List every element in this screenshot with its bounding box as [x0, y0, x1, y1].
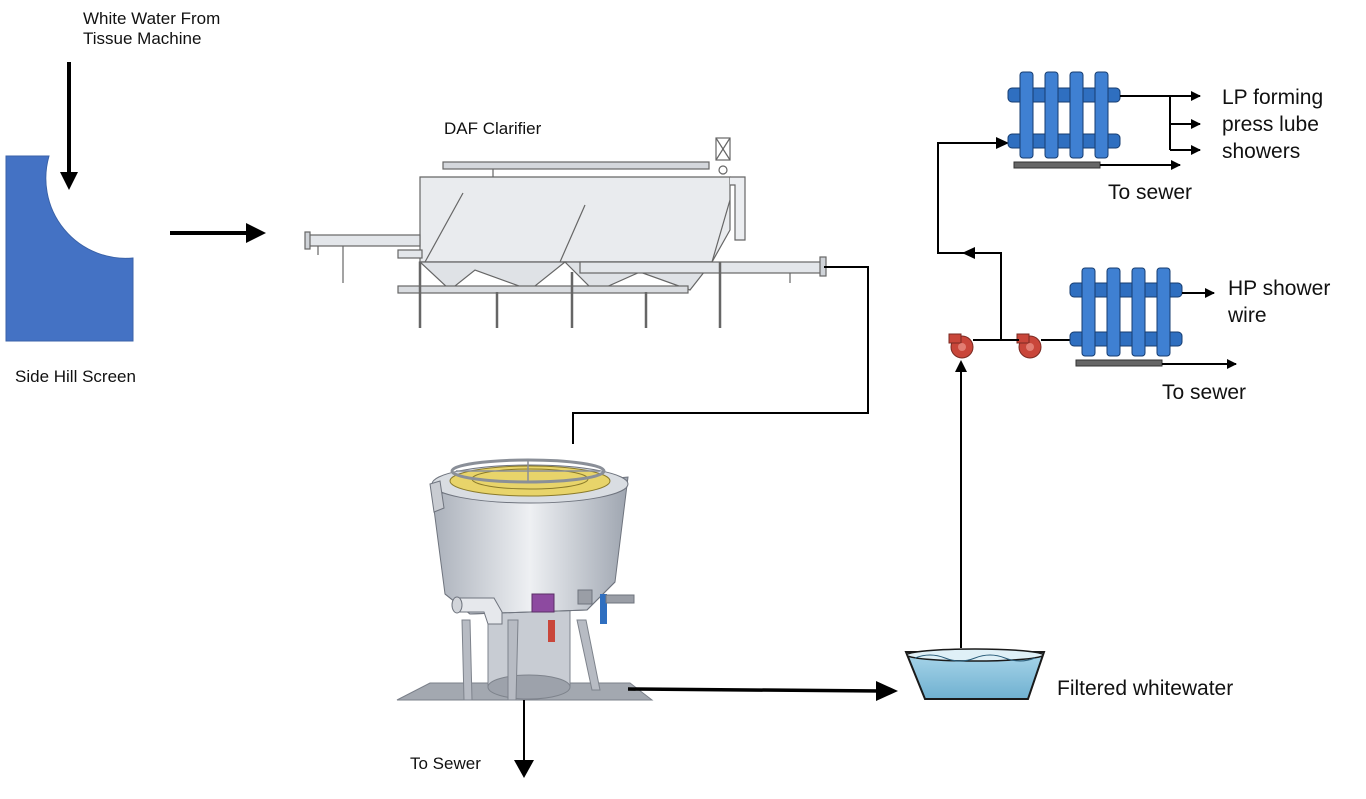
disc-filter [396, 458, 654, 701]
hp-pump [1016, 333, 1042, 359]
lp-shower-header [1007, 71, 1121, 169]
filtered-whitewater-label: Filtered whitewater [1057, 677, 1234, 700]
lp-showers-label: LP forming press lube showers [1222, 86, 1324, 163]
filter-to-tank-arrow [627, 681, 898, 701]
flow-arrow-left [962, 247, 975, 259]
lp-outlet-arrows [1100, 91, 1201, 170]
lp-pump [948, 333, 974, 359]
daf-clarifier [304, 137, 827, 328]
screen-to-daf-arrow [170, 223, 266, 243]
hp-shower-label: HP shower wire [1228, 277, 1331, 327]
inflow-arrow [60, 62, 78, 190]
to-sewer-bottom-arrow [514, 700, 534, 778]
flow-arrow-lp-header [996, 137, 1009, 149]
to-sewer-lp-label: To sewer [1108, 181, 1193, 204]
tank-to-pump-arrow [955, 360, 967, 648]
daf-to-filter-line [572, 266, 869, 444]
to-sewer-bottom-label: To Sewer [410, 754, 481, 773]
hp-shower-header [1069, 267, 1183, 367]
side-hill-screen [5, 155, 134, 342]
pump-piping [937, 142, 1072, 341]
side-hill-screen-label: Side Hill Screen [15, 367, 136, 386]
white-water-source-label: White Water From Tissue Machine [83, 9, 221, 49]
to-sewer-hp-label: To sewer [1162, 381, 1247, 404]
daf-clarifier-label: DAF Clarifier [444, 119, 542, 138]
hp-outlet-arrows [1162, 288, 1237, 369]
filtered-whitewater-tank [904, 648, 1046, 700]
